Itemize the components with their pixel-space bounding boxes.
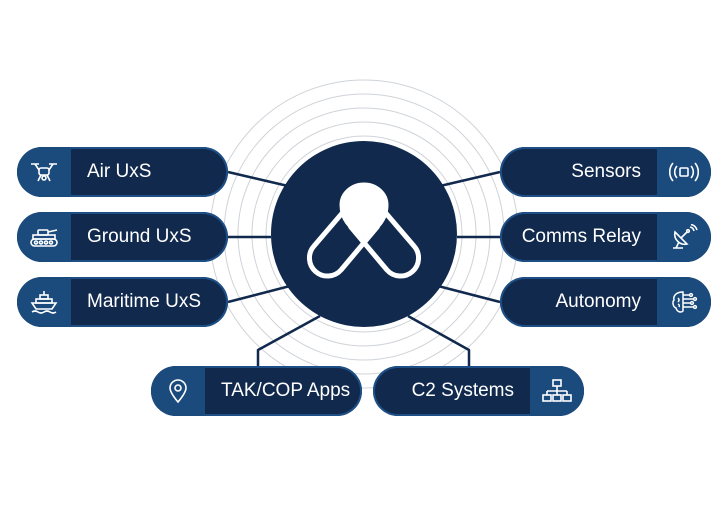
- connector-tak: [256, 314, 321, 368]
- connector-c2: [407, 314, 471, 368]
- node-sensors[interactable]: Sensors: [500, 147, 711, 197]
- node-ground-uxs-label: Ground UxS: [87, 226, 192, 247]
- map-pin-icon: [169, 379, 187, 404]
- tank-icon: [30, 229, 58, 247]
- node-ground-uxs-cap: [17, 212, 71, 262]
- ring: [265, 135, 463, 333]
- connector-lines: [227, 170, 501, 368]
- connector-sensors: [439, 170, 501, 188]
- node-air-uxs-label: Air UxS: [87, 161, 152, 182]
- node-tak-cop-apps-label: TAK/COP Apps: [221, 380, 351, 401]
- connector-autonomy: [437, 284, 501, 304]
- ship-icon: [30, 291, 58, 314]
- connector-maritime: [227, 284, 291, 304]
- node-autonomy[interactable]: Autonomy: [500, 277, 711, 327]
- node-tak-cop-apps[interactable]: TAK/COP Apps: [151, 366, 362, 416]
- node-c2-systems[interactable]: C2 Systems: [373, 366, 584, 416]
- node-autonomy-cap: [657, 277, 711, 327]
- connector-air: [227, 170, 289, 188]
- node-sensors-label: Sensors: [571, 161, 641, 182]
- node-maritime-uxs-cap: [17, 277, 71, 327]
- drone-icon: [31, 163, 57, 182]
- node-c2-systems-cap: [530, 366, 584, 416]
- ring: [251, 121, 477, 347]
- satellite-dish-icon: [673, 224, 698, 249]
- pills-logo-icon: [306, 182, 422, 279]
- node-ground-uxs[interactable]: Ground UxS: [17, 212, 228, 262]
- node-maritime-uxs-label: Maritime UxS: [87, 291, 202, 312]
- network-icon: [542, 379, 572, 402]
- ring: [237, 107, 491, 361]
- brain-circuit-icon: [672, 291, 698, 313]
- sensor-icon: [669, 162, 699, 182]
- node-tak-cop-apps-cap: [151, 366, 205, 416]
- node-autonomy-label: Autonomy: [555, 291, 641, 312]
- node-air-uxs-cap: [17, 147, 71, 197]
- node-air-uxs[interactable]: Air UxS: [17, 147, 228, 197]
- node-comms-relay[interactable]: Comms Relay: [500, 212, 711, 262]
- node-comms-relay-cap: [657, 212, 711, 262]
- node-comms-relay-label: Comms Relay: [521, 226, 641, 247]
- node-c2-systems-label: C2 Systems: [411, 380, 514, 401]
- node-maritime-uxs[interactable]: Maritime UxS: [17, 277, 228, 327]
- node-sensors-cap: [657, 147, 711, 197]
